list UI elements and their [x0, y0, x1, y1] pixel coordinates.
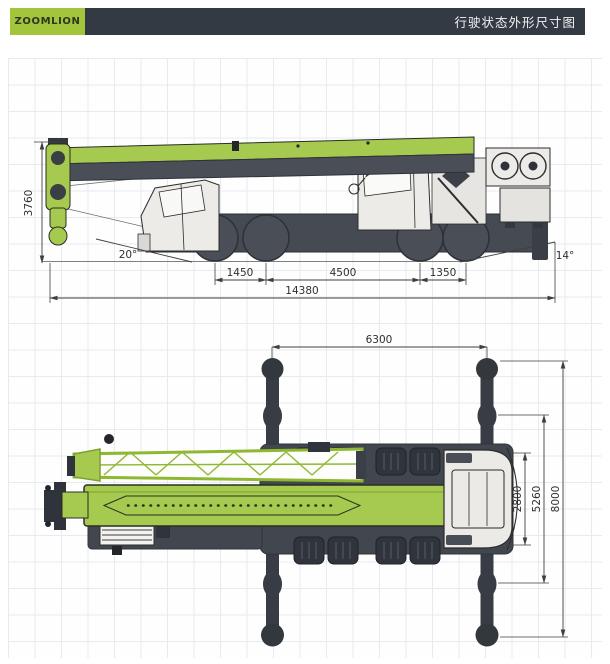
- dim-overall-width: 2800: [512, 486, 524, 513]
- side-view-crane: [42, 136, 551, 262]
- dim-wheelbase-front: 1450: [227, 267, 254, 279]
- outriggers: [261, 358, 499, 647]
- dim-outrigger-mid-extension: 5260: [531, 486, 543, 513]
- plan-boom-head: [44, 482, 89, 530]
- dim-overall-height: 3760: [23, 190, 35, 217]
- winches-counterweight: [485, 147, 551, 228]
- dim-approach-angle: 20°: [119, 249, 138, 261]
- dim-overall-length: 14380: [285, 285, 318, 297]
- stowed-jib: [67, 447, 366, 483]
- dim-outrigger-longitudinal-span: 6300: [366, 334, 393, 346]
- dim-departure-angle: 14°: [556, 250, 575, 262]
- side-view-dimensions: 3760 20° 14° 1450 4500 1350 14380: [23, 141, 575, 303]
- title-bar: 行驶状态外形尺寸图: [85, 8, 585, 35]
- page-title: 行驶状态外形尺寸图: [454, 15, 576, 30]
- dim-wheelbase-rear: 1350: [430, 267, 457, 279]
- crane-dimension-drawing: 3760 20° 14° 1450 4500 1350 14380: [23, 136, 575, 647]
- zoomlion-logo: ZOOMLION: [10, 8, 85, 35]
- plan-view-cab: [443, 447, 518, 551]
- plan-view-boom: [83, 484, 453, 527]
- dim-wheelbase-middle: 4500: [330, 267, 357, 279]
- boom-head-hook: [45, 138, 71, 246]
- plan-view-dimensions: 6300 2800 5260 8000: [271, 334, 568, 638]
- dim-outrigger-full-extension: 8000: [550, 486, 562, 513]
- plan-view-crane: [44, 358, 518, 647]
- drawing-panel: 3760 20° 14° 1450 4500 1350 14380: [8, 58, 602, 658]
